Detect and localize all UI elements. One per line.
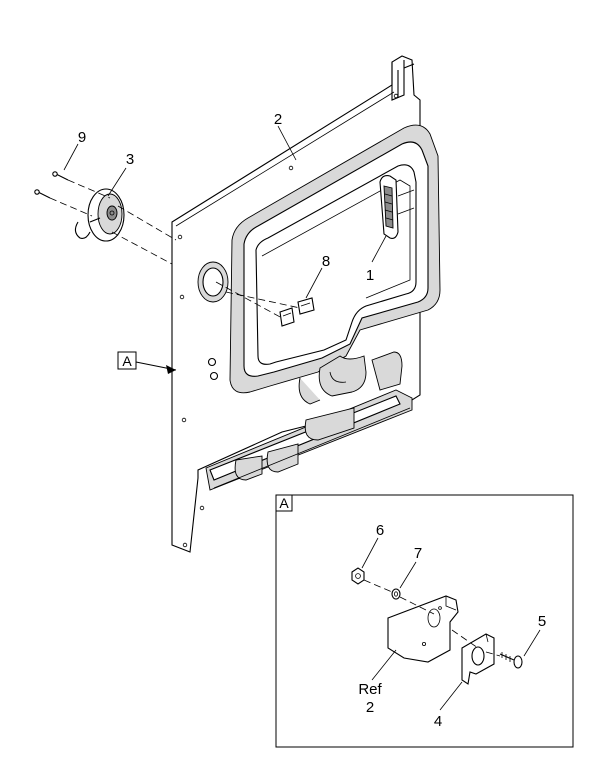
leader-lines: [63, 125, 387, 374]
callout-1: 1: [366, 267, 374, 284]
callout-3: 3: [126, 151, 134, 168]
retainer-clips: [279, 297, 315, 327]
callout-6: 6: [376, 522, 384, 539]
callout-ref-label: Ref: [358, 681, 382, 698]
detail-view-box: A: [275, 494, 574, 748]
window-crank-assembly: [74, 188, 125, 242]
detail-box-label: A: [279, 495, 289, 511]
screws: [34, 171, 69, 199]
callout-7: 7: [414, 545, 422, 562]
view-marker-a: A: [117, 351, 137, 370]
panel-fasteners: [207, 357, 219, 381]
callout-9: 9: [78, 129, 86, 146]
callout-2: 2: [274, 111, 282, 128]
lower-pocket: [205, 389, 413, 491]
speaker-opening: [197, 261, 229, 303]
callout-4: 4: [434, 713, 442, 730]
callout-8: 8: [322, 253, 330, 270]
callout-ref-number: 2: [366, 699, 374, 716]
view-marker-label: A: [122, 353, 132, 369]
door-pull-handle: [379, 175, 415, 239]
callout-5: 5: [538, 613, 546, 630]
assembly-lines: [49, 179, 301, 319]
